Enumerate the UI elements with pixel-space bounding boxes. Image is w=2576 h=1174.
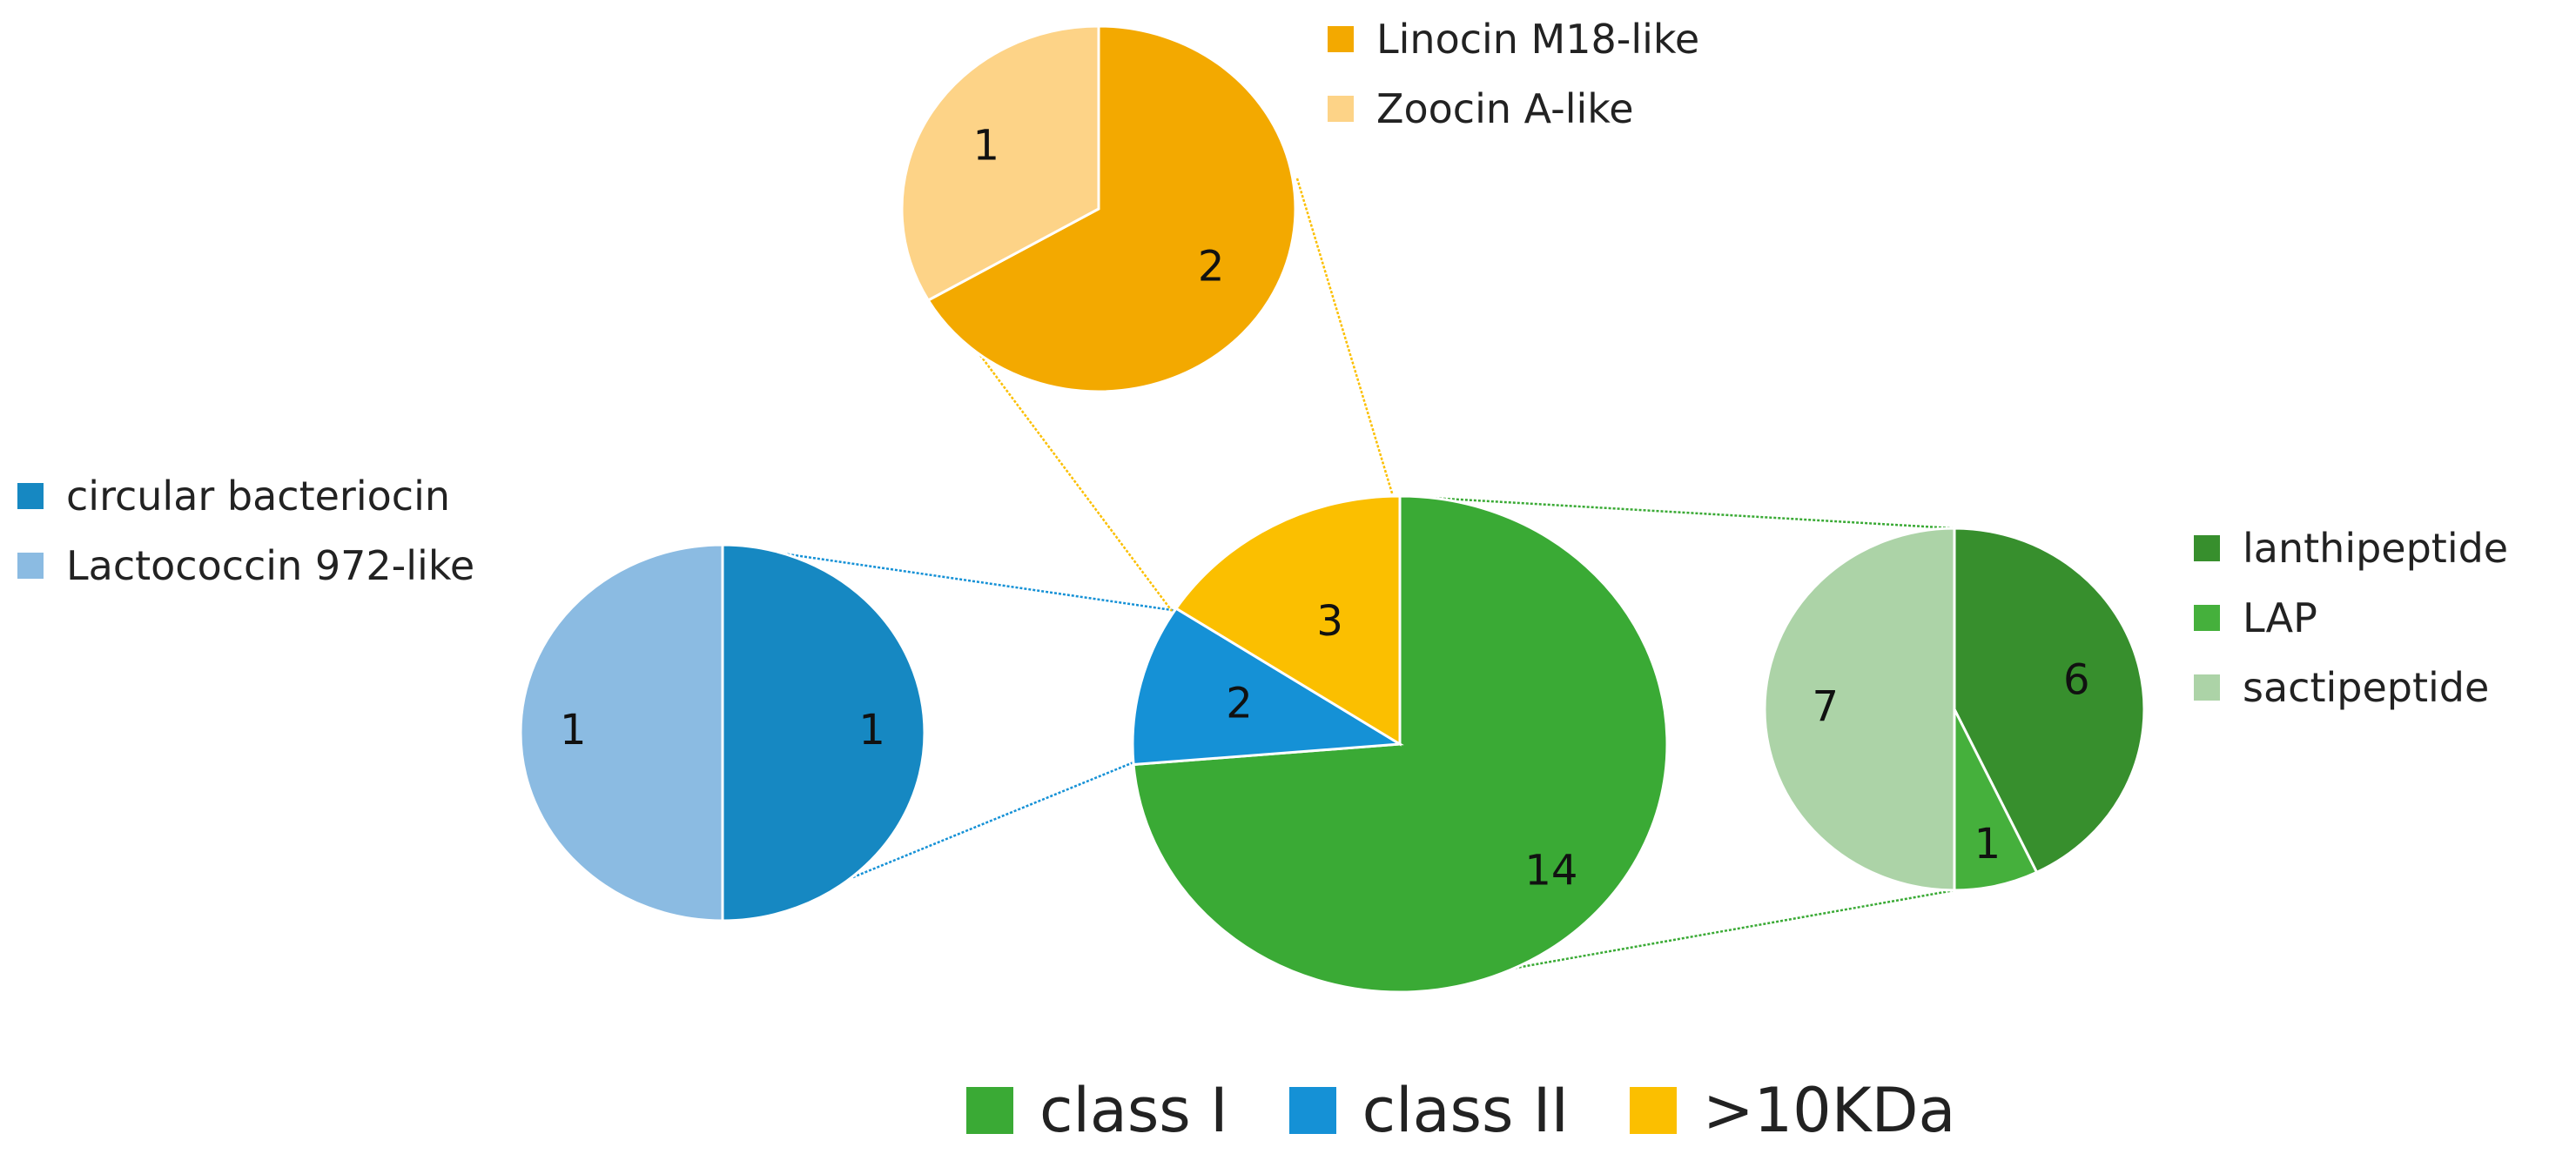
- legend-swatch: [17, 553, 44, 579]
- data-label-class-i: 14: [1524, 847, 1577, 896]
- legend-label: Zoocin A-like: [1376, 85, 1634, 132]
- pie-1: 6 1 7: [1763, 527, 2146, 892]
- legend-label: class II: [1362, 1075, 1569, 1146]
- legend-item-lap: LAP: [2194, 583, 2508, 653]
- pie-slice-linocin-m18-like: [926, 24, 1297, 393]
- data-label-sactipeptide: 7: [1812, 682, 1839, 731]
- legend-item-class-i: class I: [966, 1075, 1228, 1146]
- legend-item-lactococcin-972-like: Lactococcin 972-like: [17, 531, 474, 600]
- legend-item-gt-10kda: >10KDa: [1629, 1075, 1956, 1146]
- legend-swatch: [2194, 535, 2220, 561]
- data-label-class-ii: 2: [1226, 680, 1253, 728]
- data-label-lactococcin-972-like: 1: [560, 706, 587, 755]
- pie-slice-circular-bacteriocin: [721, 543, 926, 922]
- legend-swatch: [2194, 605, 2220, 631]
- legend-swatch: [1288, 1087, 1336, 1134]
- pie-slice-sactipeptide: [1763, 527, 1956, 892]
- pie-slice-lactococcin-972-like: [519, 543, 724, 922]
- connector-line: [722, 543, 1179, 613]
- legend-label: >10KDa: [1702, 1075, 1956, 1146]
- pie-3: 21: [900, 24, 1297, 393]
- pie-2: 11: [519, 543, 926, 922]
- legend-label: class I: [1039, 1075, 1228, 1146]
- data-label-gt-10kda: 3: [1316, 597, 1343, 646]
- legend-label: Linocin M18-like: [1376, 16, 1700, 63]
- data-label-linocin-m18-like: 2: [1198, 242, 1225, 291]
- legend-item-lanthipeptide: lanthipeptide: [2194, 513, 2508, 583]
- connector-line: [848, 761, 1134, 881]
- connector-line: [1399, 494, 1955, 530]
- legend-item-circular-bacteriocin: circular bacteriocin: [17, 461, 474, 531]
- pie-slice-class-ii: [1131, 607, 1404, 767]
- legend-label: circular bacteriocin: [66, 473, 450, 520]
- legend-label: sactipeptide: [2243, 664, 2490, 711]
- data-label-circular-bacteriocin: 1: [858, 706, 885, 755]
- legend-swatch: [2194, 674, 2220, 701]
- pie-0: 14 2 3: [1131, 494, 1669, 994]
- pie-slice-gt-10kda: [1174, 494, 1402, 747]
- legend-swatch: [17, 483, 44, 509]
- legend-item-zoocin-a-like: Zoocin A-like: [1328, 74, 1699, 144]
- legend-swatch: [1629, 1087, 1677, 1134]
- legend-label: LAP: [2243, 594, 2317, 641]
- legend-swatch: [966, 1087, 1013, 1134]
- legend-label: lanthipeptide: [2243, 525, 2509, 572]
- pie-slice-lanthipeptide: [1953, 527, 2146, 875]
- legend-item-class-ii: class II: [1288, 1075, 1569, 1146]
- legend-swatch: [1328, 96, 1354, 122]
- data-label-lanthipeptide: 6: [2063, 655, 2090, 704]
- legend-label: Lactococcin 972-like: [66, 542, 475, 589]
- connector-line: [1295, 178, 1395, 497]
- data-label-lap: 1: [1974, 820, 2001, 869]
- legend-swatch: [1328, 26, 1354, 52]
- legend-item-linocin-m18-like: Linocin M18-like: [1328, 4, 1699, 74]
- legend-main: class I class II >10KDa: [966, 1075, 2016, 1146]
- connector-line: [1501, 889, 1955, 972]
- data-label-zoocin-a-like: 1: [973, 122, 1000, 171]
- legend-item-sactipeptide: sactipeptide: [2194, 653, 2508, 722]
- pie-slice-zoocin-a-like: [900, 24, 1100, 302]
